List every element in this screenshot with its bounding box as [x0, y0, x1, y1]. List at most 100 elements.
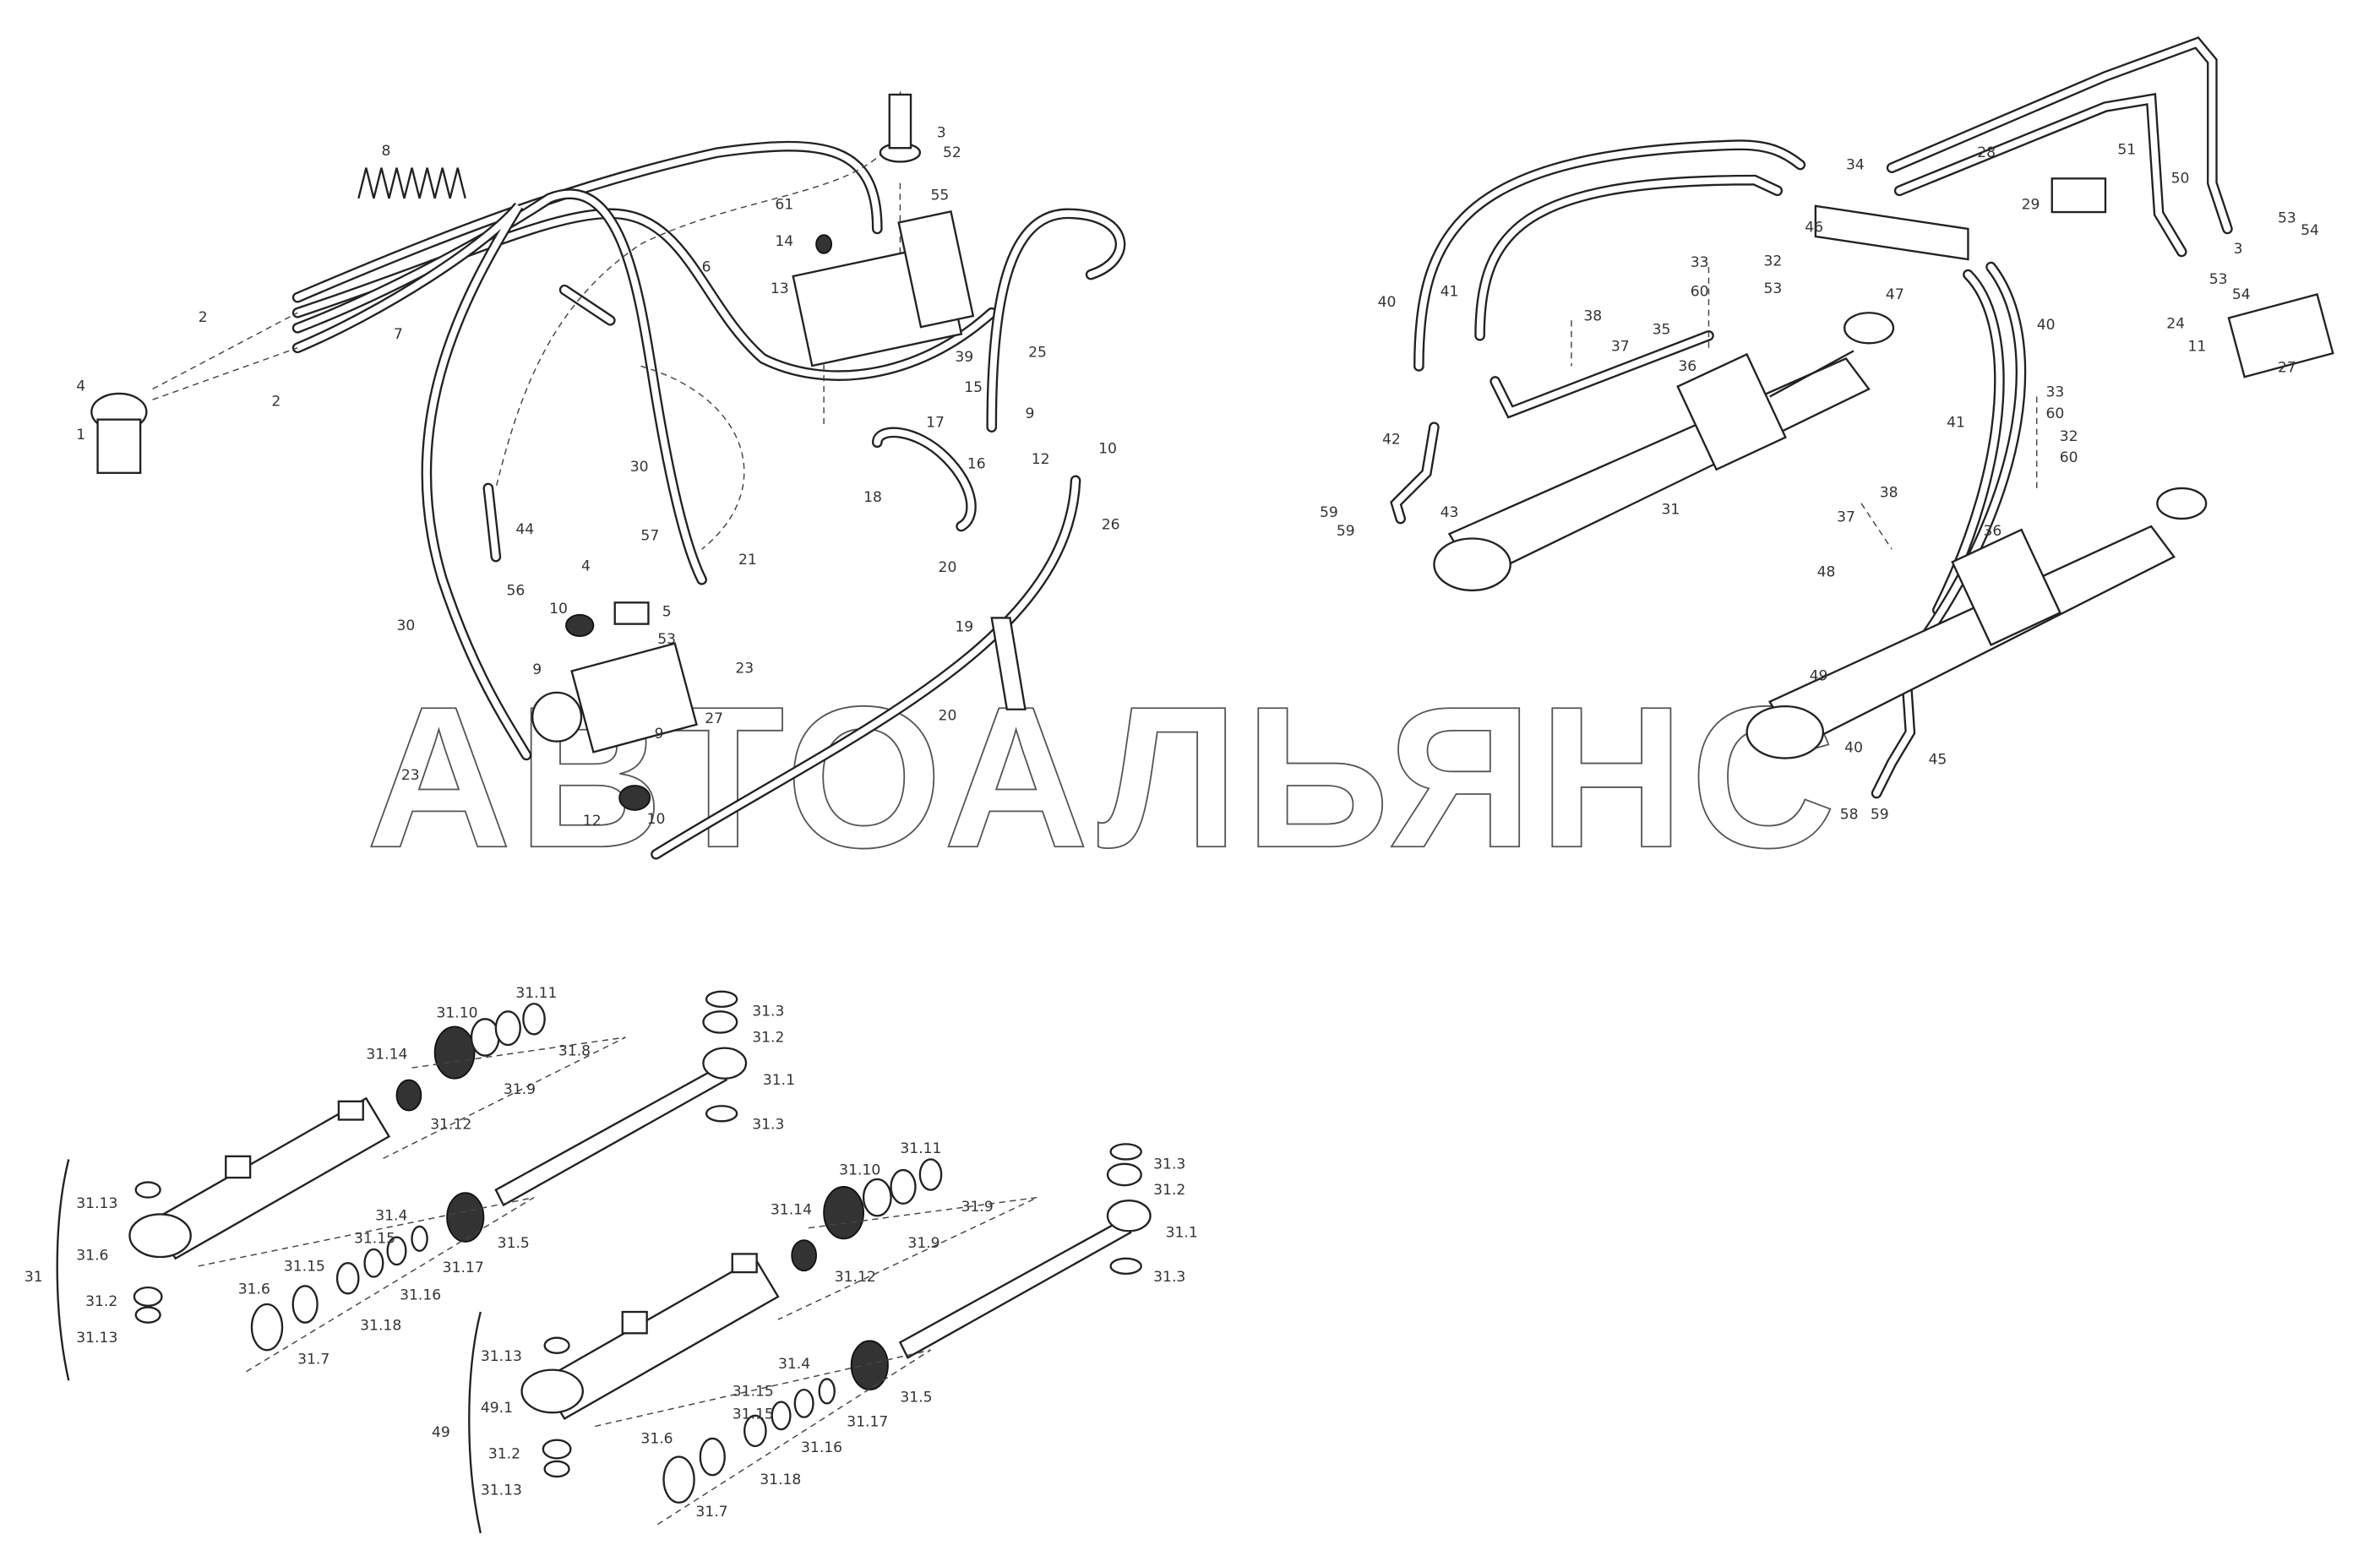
callout: 44 — [515, 521, 534, 538]
callout: 38 — [1583, 307, 1602, 324]
callout: 30 — [630, 459, 649, 476]
callout: 13 — [771, 280, 789, 297]
callout: 49 — [1810, 667, 1828, 684]
right-assembly-labels: 28 34 29 51 50 53 54 3 53 54 24 11 27 46… — [1320, 141, 2319, 823]
callout: 31.8 — [558, 1043, 591, 1060]
callout: 31.18 — [360, 1318, 401, 1335]
callout: 46 — [1805, 220, 1823, 237]
callout: 31.1 — [763, 1072, 795, 1089]
callout: 31.3 — [752, 1116, 784, 1133]
callout: 31.14 — [771, 1201, 812, 1218]
callout: 61 — [775, 196, 793, 213]
callout: 37 — [1837, 509, 1855, 526]
callout: 27 — [705, 710, 723, 727]
callout: 56 — [507, 582, 526, 599]
callout: 60 — [1691, 283, 1709, 300]
callout: 55 — [931, 188, 950, 204]
left-hose-assembly — [90, 91, 1126, 860]
left-assembly-labels: 8 3 52 55 61 14 13 6 7 2 2 4 1 39 25 15 … — [76, 125, 1119, 830]
callout: 31.18 — [760, 1472, 801, 1488]
callout: 42 — [1382, 432, 1401, 449]
callout: 3 — [937, 125, 946, 142]
callout: 31.6 — [238, 1281, 270, 1298]
callout: 35 — [1653, 322, 1671, 339]
callout: 10 — [1098, 440, 1117, 457]
callout: 31.3 — [1153, 1269, 1185, 1286]
callout: 53 — [657, 631, 676, 648]
callout: 26 — [1102, 517, 1120, 534]
callout: 31.9 — [504, 1081, 536, 1098]
callout: 23 — [735, 660, 754, 677]
callout: 20 — [939, 559, 957, 576]
callout: 36 — [1678, 358, 1696, 375]
callout: 31.10 — [839, 1162, 880, 1178]
callout: 59 — [1337, 523, 1355, 540]
callout: 31 — [25, 1269, 43, 1286]
callout: 30 — [397, 618, 416, 634]
callout: 27 — [2278, 360, 2296, 377]
callout: 7 — [394, 326, 403, 343]
callout: 2 — [271, 393, 280, 410]
callout: 31 — [1661, 502, 1680, 519]
callout: 37 — [1611, 338, 1630, 355]
callout: 52 — [943, 144, 961, 161]
cylinder-49 — [1746, 487, 2208, 759]
callout: 51 — [2117, 141, 2136, 158]
callout: 14 — [775, 233, 793, 250]
callout: 45 — [1928, 752, 1947, 769]
callout: 2 — [199, 309, 208, 326]
callout: 31.16 — [801, 1439, 842, 1456]
callout: 33 — [1691, 254, 1709, 271]
callout: 59 — [1871, 807, 1889, 824]
callout: 5 — [662, 604, 672, 621]
callout: 17 — [926, 415, 945, 432]
callout: 3 — [2234, 241, 2243, 258]
callout: 57 — [640, 527, 659, 544]
callout: 31.15 — [284, 1258, 325, 1275]
cylinder-31-labels: 31.11 31.10 31.8 31.14 31.9 31.12 31.3 3… — [25, 985, 795, 1368]
cylinder-49-exploded — [468, 1143, 1152, 1534]
callout: 31.2 — [488, 1445, 520, 1462]
callout: 31.17 — [847, 1413, 888, 1430]
callout: 16 — [967, 455, 986, 472]
callout: 31.15 — [733, 1383, 774, 1400]
callout: 53 — [2278, 210, 2296, 227]
callout: 20 — [939, 707, 957, 724]
callout: 31.13 — [76, 1330, 117, 1347]
callout: 32 — [2060, 428, 2078, 445]
callout: 31.9 — [961, 1199, 994, 1216]
callout: 43 — [1441, 504, 1459, 521]
callout: 47 — [1886, 286, 1904, 303]
callout: 31.1 — [1166, 1225, 1198, 1242]
callout: 31.2 — [752, 1029, 784, 1046]
callout: 31.15 — [733, 1406, 774, 1423]
callout: 18 — [863, 489, 882, 506]
callout: 31.7 — [297, 1351, 329, 1368]
callout: 15 — [964, 379, 983, 396]
callout: 49 — [432, 1424, 450, 1441]
callout: 59 — [1320, 504, 1338, 521]
callout: 12 — [583, 813, 602, 830]
callout: 4 — [76, 378, 85, 394]
callout: 60 — [2046, 405, 2065, 422]
callout: 32 — [1763, 253, 1782, 269]
callout: 54 — [2301, 222, 2319, 239]
callout: 25 — [1028, 345, 1047, 362]
callout: 31.15 — [354, 1231, 395, 1248]
callout: 31.3 — [1153, 1156, 1185, 1172]
callout: 58 — [1840, 807, 1859, 824]
callout: 49.1 — [481, 1400, 513, 1417]
callout: 31.16 — [400, 1287, 441, 1304]
callout: 31.6 — [640, 1430, 673, 1447]
callout: 41 — [1441, 283, 1459, 300]
callout: 31.14 — [366, 1046, 407, 1063]
valve-27 — [2227, 292, 2334, 378]
callout: 10 — [647, 811, 666, 828]
callout: 31.7 — [695, 1504, 727, 1521]
callout: 31.2 — [85, 1293, 117, 1310]
callout: 31.12 — [430, 1116, 471, 1133]
callout: 31.9 — [907, 1235, 939, 1252]
callout: 53 — [1763, 280, 1782, 297]
cylinder-31 — [1433, 312, 1895, 592]
